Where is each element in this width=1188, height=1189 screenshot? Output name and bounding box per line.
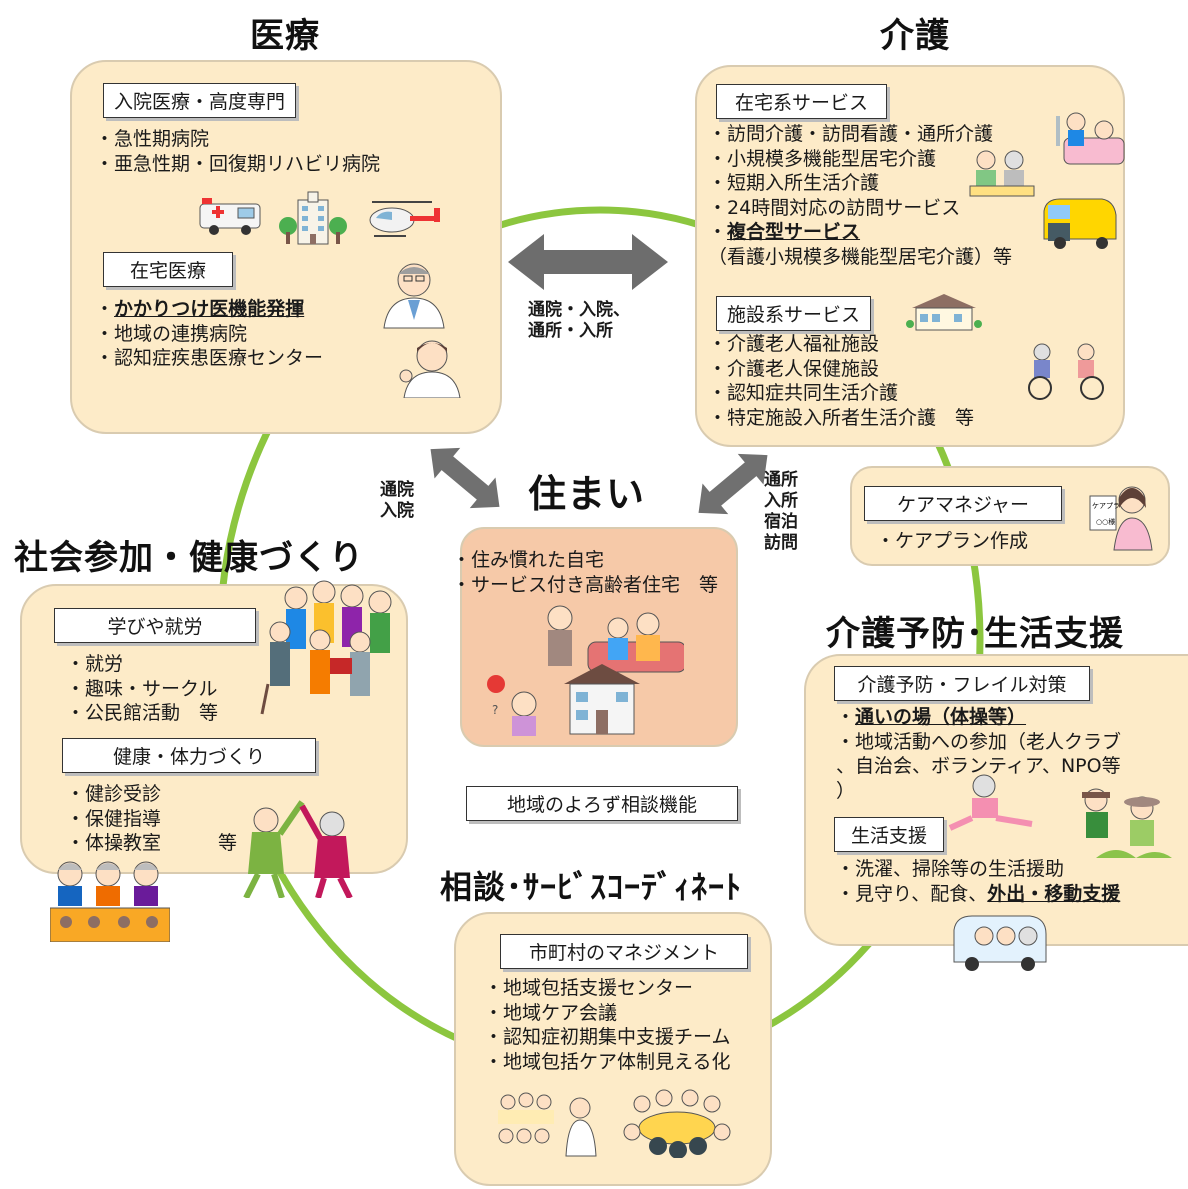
- list-item: 認知症疾患医療センター: [95, 346, 323, 371]
- care-manager-label: ケアマネジャー: [864, 486, 1063, 521]
- care-facility-label: 施設系サービス: [716, 296, 872, 331]
- care-plan-document-name: ○○様: [1096, 517, 1115, 526]
- list-item: 通いの場（体操等）: [836, 705, 1121, 730]
- care-manager-list: ケアプラン作成: [876, 529, 1028, 554]
- medical-inpatient-label: 入院医療・高度専門: [103, 83, 297, 118]
- care-plan-document-title: ケアプラン: [1092, 502, 1127, 510]
- stretching-elder-icon: [948, 774, 1033, 831]
- round-table-meeting-icon: [623, 1089, 731, 1158]
- social-learning-list: 就労 趣味・サークル 公民館活動 等: [66, 652, 218, 726]
- medical-inpatient-list: 急性期病院 亜急性期・回復期リハビリ病院: [95, 127, 380, 176]
- wheelchair-icon: [1028, 343, 1104, 400]
- list-item: 介護老人保健施設: [708, 357, 974, 382]
- list-item: サービス付き高齢者住宅 等: [452, 573, 718, 598]
- arrow-medical-housing: [430, 447, 500, 509]
- bath-care-icon: [1056, 112, 1125, 165]
- list-item: 小規模多機能型居宅介護: [708, 147, 1012, 172]
- medical-homecare-label: 在宅医療: [103, 252, 234, 287]
- arrow-label-care-housing: 通所 入所 宿泊 訪問: [764, 470, 798, 553]
- list-item: 公民館活動 等: [66, 701, 218, 726]
- list-item: 亜急性期・回復期リハビリ病院: [95, 152, 380, 177]
- list-item: 趣味・サークル: [66, 677, 218, 702]
- list-item-cont: 、自治会、ボランティア、NPO等: [836, 755, 1121, 777]
- helicopter-icon: [369, 201, 440, 237]
- list-item: 地域の連携病院: [95, 322, 323, 347]
- social-health-list: 健診受診 保健指導 体操教室 等: [66, 782, 237, 856]
- double-arrow-medical-care: [508, 234, 668, 290]
- list-item: 介護老人福祉施設: [708, 332, 974, 357]
- list-item: 見守り、配食、外出・移動支援: [836, 882, 1120, 907]
- list-item: 地域包括支援センター: [484, 976, 730, 1001]
- ambulance-icon: [199, 198, 261, 235]
- list-item-note: （看護小規模多機能型居宅介護）等: [708, 245, 1013, 268]
- welfare-vehicle-icon: [1043, 198, 1117, 249]
- list-item: 体操教室 等: [66, 831, 237, 856]
- list-item: 保健指導: [66, 807, 237, 832]
- section-title-housing: 住まい: [528, 472, 646, 516]
- section-title-social: 社会参加・健康づくり: [14, 538, 364, 578]
- list-item: 地域包括ケア体制見える化: [484, 1050, 730, 1075]
- list-item: ケアプラン作成: [876, 529, 1028, 554]
- group-meal-icon: [50, 861, 170, 942]
- doctor-icon: [383, 263, 445, 329]
- list-item: 複合型サービス: [708, 220, 1012, 245]
- list-item: かかりつけ医機能発揮: [95, 297, 323, 322]
- list-item: 就労: [66, 652, 218, 677]
- prevention-frailty-label: 介護予防・フレイル対策: [834, 666, 1090, 701]
- care-manager-person-icon: ケアプラン ○○様: [1089, 486, 1153, 551]
- prevention-frailty-list: 通いの場（体操等） 地域活動への参加（老人クラブ 、自治会、ボランティア、NPO…: [836, 705, 1121, 803]
- list-item: 急性期病院: [95, 127, 380, 152]
- medical-homecare-list: かかりつけ医機能発揮 地域の連携病院 認知症疾患医療センター: [95, 297, 323, 371]
- list-item: 地域ケア会議: [484, 1001, 730, 1026]
- housing-list: 住み慣れた自宅 サービス付き高齢者住宅 等: [452, 548, 718, 597]
- section-title-care: 介護: [880, 16, 950, 56]
- arrow-care-housing: [698, 453, 768, 515]
- list-item: 住み慣れた自宅: [452, 548, 718, 573]
- prevention-support-label: 生活支援: [834, 817, 945, 852]
- gardening-icon: [1082, 788, 1172, 858]
- list-item-cont: ）: [836, 779, 856, 802]
- arrow-label-medical-housing: 通院 入院: [380, 480, 414, 521]
- list-item: 短期入所生活介護: [708, 171, 1012, 196]
- list-item-text: 見守り、配食、: [855, 882, 988, 905]
- social-learning-label: 学びや就労: [54, 608, 256, 643]
- list-item: 認知症初期集中支援チーム: [484, 1025, 730, 1050]
- consult-function-label: 地域のよろず相談機能: [466, 786, 738, 821]
- section-title-consult: 相談･ｻｰﾋﾞｽｺｰﾃﾞｨﾈｰﾄ: [440, 868, 743, 906]
- list-item: 地域活動への参加（老人クラブ: [836, 730, 1121, 755]
- care-homeservice-label: 在宅系サービス: [716, 84, 888, 119]
- list-item-emphasis: 外出・移動支援: [987, 882, 1121, 905]
- list-item: 健診受診: [66, 782, 237, 807]
- svg-text:?: ?: [492, 703, 498, 717]
- list-item: 洗濯、掃除等の生活援助: [836, 857, 1120, 882]
- care-facility-list: 介護老人福祉施設 介護老人保健施設 認知症共同生活介護 特定施設入所者生活介護 …: [708, 332, 974, 430]
- arrow-label-medical-care: 通院・入院、 通所・入所: [528, 300, 630, 341]
- family-at-home-icon: ?: [487, 605, 684, 736]
- list-item: 特定施設入所者生活介護 等: [708, 406, 974, 431]
- transport-van-icon: [953, 915, 1047, 971]
- young-doctor-icon: [399, 340, 461, 398]
- care-facility-house-icon: [906, 294, 982, 331]
- meal-care-icon: [969, 150, 1035, 197]
- municipal-list: 地域包括支援センター 地域ケア会議 認知症初期集中支援チーム 地域包括ケア体制見…: [484, 976, 730, 1074]
- hospital-icon: [279, 191, 347, 245]
- list-item: 24時間対応の訪問サービス: [708, 196, 1012, 221]
- social-health-label: 健康・体力づくり: [62, 738, 316, 773]
- exercise-icon: [243, 800, 353, 898]
- community-group-icon: [260, 580, 392, 715]
- meeting-icon: [498, 1092, 597, 1157]
- section-title-medical: 医療: [250, 16, 320, 56]
- prevention-support-list: 洗濯、掃除等の生活援助 見守り、配食、外出・移動支援: [836, 857, 1120, 906]
- municipal-management-label: 市町村のマネジメント: [500, 934, 748, 969]
- section-title-prevention: 介護予防･生活支援: [826, 614, 1124, 654]
- list-item: 訪問介護・訪問看護・通所介護: [708, 122, 1012, 147]
- list-item: 認知症共同生活介護: [708, 381, 974, 406]
- care-homeservice-list: 訪問介護・訪問看護・通所介護 小規模多機能型居宅介護 短期入所生活介護 24時間…: [708, 122, 1012, 269]
